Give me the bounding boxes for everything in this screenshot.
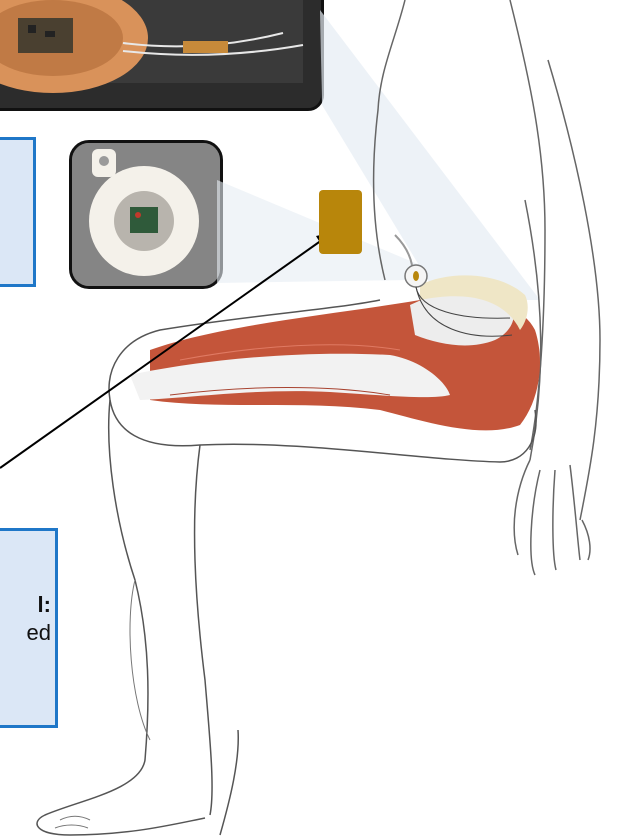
hand-outline: [514, 460, 590, 575]
arm-outline: [548, 60, 600, 520]
toe-outline: [55, 816, 90, 828]
lower-leg-outline: [37, 400, 205, 835]
shin-outline: [195, 445, 213, 815]
implant-location-marker: [319, 190, 362, 254]
